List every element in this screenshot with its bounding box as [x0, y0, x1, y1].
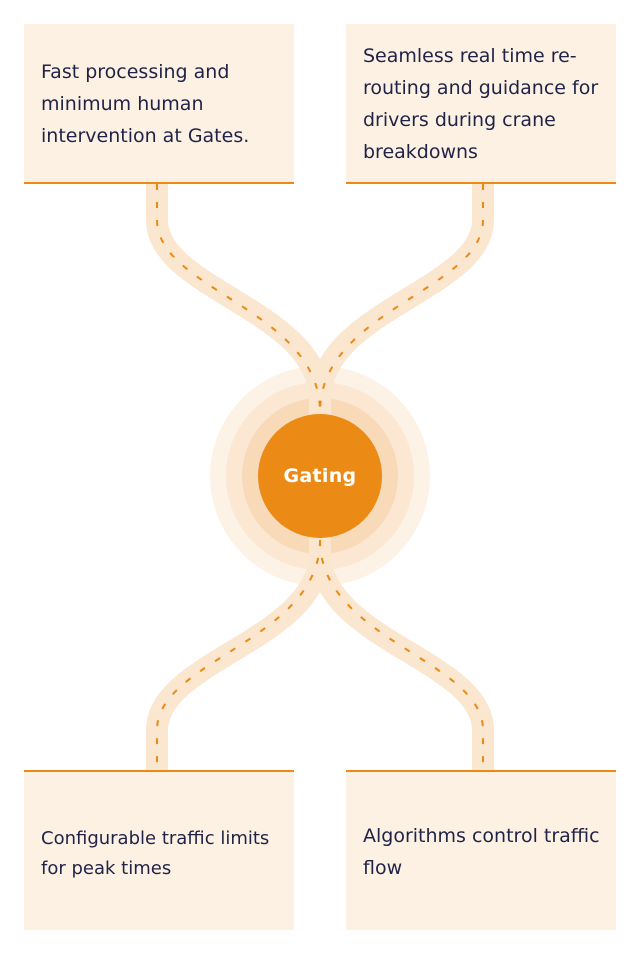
card-top-right-text: Seamless real time re-routing and guidan…: [363, 45, 599, 163]
hub-label: Gating: [283, 465, 357, 487]
lane-bottom-left: [156, 539, 321, 770]
gating-hub: Gating: [258, 414, 382, 538]
road-top-left: [146, 184, 331, 401]
card-top-left: Fast processing and minimum human interv…: [24, 24, 294, 184]
card-bottom-right-text: Algorithms control traffic flow: [363, 825, 600, 879]
card-bottom-left: Configurable traffic limits for peak tim…: [24, 770, 294, 930]
card-top-left-text: Fast processing and minimum human interv…: [41, 61, 250, 147]
road-bottom-left: [146, 551, 331, 770]
road-top-right: [309, 184, 494, 401]
road-bottom-right: [309, 551, 494, 770]
card-bottom-left-text: Configurable traffic limits for peak tim…: [41, 828, 270, 879]
card-top-right: Seamless real time re-routing and guidan…: [346, 24, 616, 184]
lane-bottom-right: [319, 539, 484, 770]
card-bottom-right: Algorithms control traffic flow: [346, 770, 616, 930]
